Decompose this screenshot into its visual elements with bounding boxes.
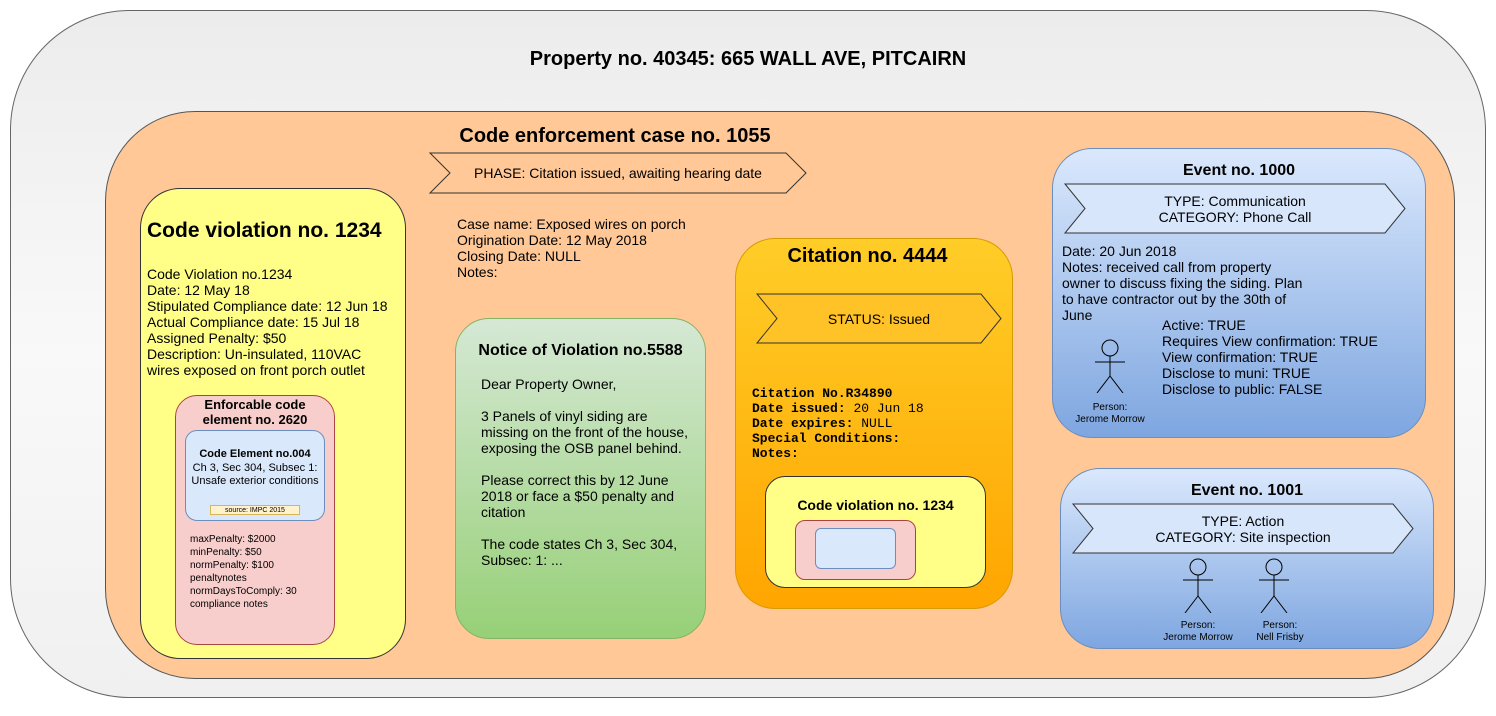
person-label-line: Person: [1092, 402, 1128, 413]
violation-line: Date: 12 May 18 [147, 282, 250, 298]
event-flag: Disclose to muni: TRUE [1162, 365, 1311, 381]
ece-title-line: Enforcable code [204, 397, 306, 412]
event-category: CATEGORY: Phone Call [1158, 208, 1312, 225]
notice-paragraph: Dear Property Owner, [481, 376, 617, 392]
code-violation-info: Code Violation no.1234 Date: 12 May 18 S… [147, 266, 388, 378]
citation-info: Citation No.R34890 Date issued: 20 Jun 1… [752, 386, 924, 461]
notice-of-violation-box [455, 318, 706, 639]
ece-note: minPenalty: $50 [190, 547, 262, 558]
citation-field: Special Conditions: [752, 431, 924, 446]
event-flag: View confirmation: TRUE [1162, 349, 1318, 365]
violation-line: Actual Compliance date: 15 Jul 18 [147, 314, 360, 330]
event-arrow-shape [1063, 183, 1406, 234]
event-arrow-shape [1071, 503, 1414, 554]
event-type: TYPE: Communication [1164, 192, 1306, 209]
citation-field: Date expires: NULL [752, 416, 924, 431]
case-name: Case name: Exposed wires on porch [457, 216, 686, 232]
event-flag: Disclose to public: FALSE [1162, 381, 1323, 397]
citation-violation-title: Code violation no. 1234 [797, 497, 954, 513]
ece-note: compliance notes [190, 599, 268, 610]
notice-paragraph: The code states Ch 3, Sec 304, Subsec: 1… [481, 536, 678, 568]
phase-label: PHASE: Citation issued, awaiting hearing… [474, 165, 762, 181]
event-category: CATEGORY: Site inspection [1155, 528, 1331, 545]
code-element-description: Ch 3, Sec 304, Subsec 1: Unsafe exterior… [191, 462, 319, 487]
status-arrow-shape [755, 293, 1002, 344]
citation-field-label: Date issued: [752, 401, 846, 416]
citation-field: Date issued: 20 Jun 18 [752, 401, 924, 416]
citation-field-label: Date expires: [752, 416, 854, 431]
notice-of-violation-title: Notice of Violation no.5588 [478, 342, 683, 359]
citation-status-banner: STATUS: Issued [755, 293, 1002, 344]
enforcable-code-element-title: Enforcable code element no. 2620 [175, 397, 335, 427]
person-label: Person: Jerome Morrow [1138, 620, 1258, 644]
person-icon [1244, 558, 1304, 614]
case-title: Code enforcement case no. 1055 [459, 125, 771, 147]
event-flag: Active: TRUE [1162, 317, 1246, 333]
case-origination-date: Origination Date: 12 May 2018 [457, 232, 647, 248]
code-element-penalty-notes: maxPenalty: $2000 minPenalty: $50 normPe… [190, 533, 297, 611]
ece-note: maxPenalty: $2000 [190, 534, 276, 545]
ece-note: penaltynotes [190, 573, 247, 584]
case-phase-banner: PHASE: Citation issued, awaiting hearing… [428, 152, 807, 194]
notice-paragraph: 3 Panels of vinyl siding are missing on … [481, 408, 689, 456]
person-label: Person: Jerome Morrow [1050, 402, 1170, 426]
citation-status-label: STATUS: Issued [827, 310, 931, 327]
violation-line: Description: Un-insulated, 110VAC [147, 346, 362, 362]
person-label-line: Person: [1262, 620, 1298, 631]
event-note-text: Notes: received call from property owner… [1062, 259, 1303, 323]
person-icon [1168, 558, 1228, 614]
person-icon [1080, 338, 1140, 394]
event-flag: Requires View confirmation: TRUE [1162, 333, 1378, 349]
ece-note: normPenalty: $100 [190, 560, 274, 571]
event-type-banner: TYPE: Action CATEGORY: Site inspection [1071, 503, 1414, 554]
phase-arrow-shape [428, 152, 807, 194]
notice-paragraph: Please correct this by 12 June 2018 or f… [481, 472, 675, 520]
citation-field: Notes: [752, 446, 924, 461]
notice-of-violation-body: Dear Property Owner, 3 Panels of vinyl s… [481, 376, 696, 584]
event-type: TYPE: Action [1201, 512, 1285, 529]
violation-line: wires exposed on front porch outlet [147, 362, 365, 378]
violation-line: Code Violation no.1234 [147, 266, 293, 282]
person-label-line: Person: [1180, 620, 1216, 631]
person-name: Nell Frisby [1256, 632, 1304, 643]
person-label: Person: Nell Frisby [1220, 620, 1340, 644]
event-box [1060, 468, 1434, 649]
event-type-banner: TYPE: Communication CATEGORY: Phone Call [1063, 183, 1406, 234]
person-name: Jerome Morrow [1075, 414, 1145, 425]
code-element-title: Code Element no.004 [199, 448, 311, 460]
person-name: Jerome Morrow [1163, 632, 1233, 643]
code-violation-title: Code violation no. 1234 [147, 219, 382, 242]
violation-line: Assigned Penalty: $50 [147, 330, 287, 346]
citation-field-label: Notes: [752, 446, 799, 461]
case-notes: Notes: [457, 264, 498, 280]
ece-title-line: element no. 2620 [202, 412, 308, 427]
violation-line: Stipulated Compliance date: 12 Jun 18 [147, 298, 388, 314]
citation-title: Citation no. 4444 [787, 245, 948, 267]
case-closing-date: Closing Date: NULL [457, 248, 581, 264]
event-date: Date: 20 Jun 2018 [1062, 243, 1177, 259]
event-flags: Active: TRUE Requires View confirmation:… [1162, 317, 1378, 397]
citation-field-value: NULL [861, 416, 893, 431]
citation-field: Citation No.R34890 [752, 386, 924, 401]
event-title: Event no. 1001 [1190, 482, 1304, 499]
property-title: Property no. 40345: 665 WALL AVE, PITCAI… [529, 48, 967, 70]
case-info: Case name: Exposed wires on porch Origin… [457, 216, 686, 280]
citation-field-label: Citation No.R34890 [752, 386, 893, 401]
event-notes: Date: 20 Jun 2018 Notes: received call f… [1062, 243, 1312, 323]
event-title: Event no. 1000 [1182, 162, 1296, 179]
citation-field-label: Special Conditions: [752, 431, 901, 446]
citation-violation-code-box [815, 528, 896, 569]
code-element-source: source: IMPC 2015 [210, 505, 300, 515]
citation-field-value: 20 Jun 18 [853, 401, 924, 416]
ece-note: normDaysToComply: 30 [190, 586, 297, 597]
